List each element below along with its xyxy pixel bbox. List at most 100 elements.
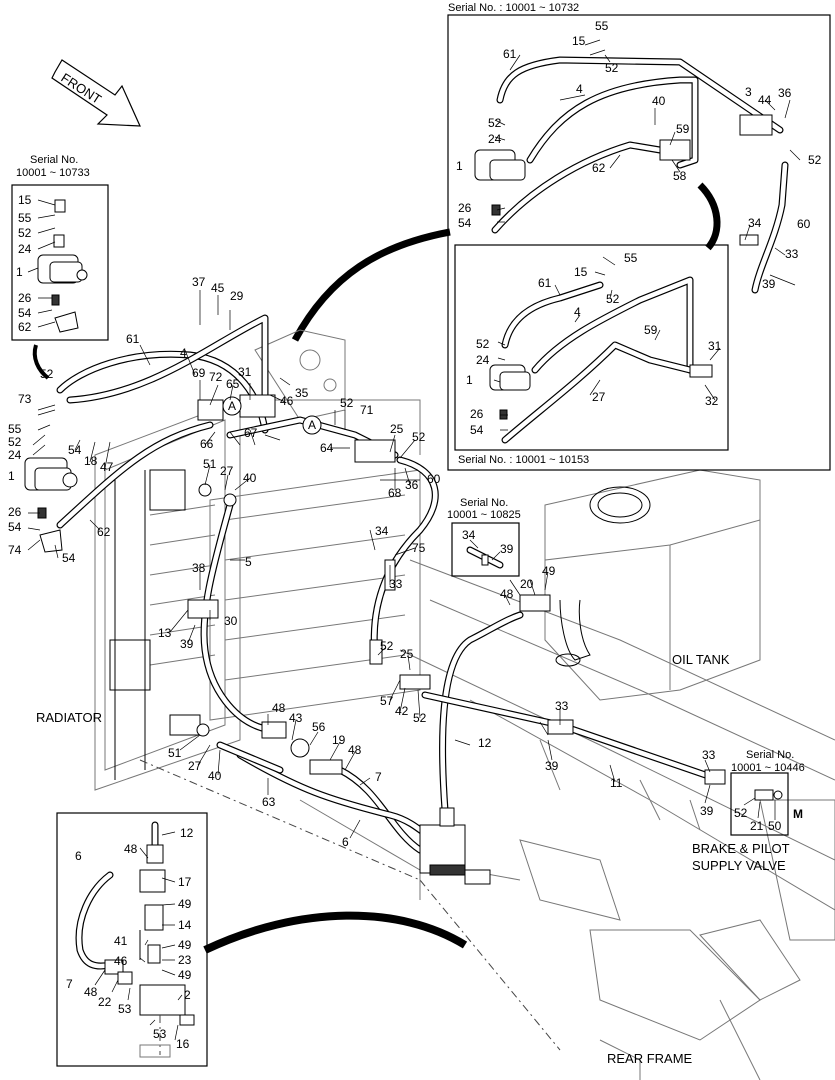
tr-pn-33: 33: [785, 247, 799, 261]
bl-pn-46: 46: [114, 954, 128, 968]
pn-69: 69: [192, 366, 206, 380]
pn-52-e: 52: [380, 639, 394, 653]
pn-6: 6: [342, 835, 349, 849]
pn-57: 57: [380, 694, 394, 708]
bl-pn-49-a: 49: [178, 897, 192, 911]
pn-52-b: 52: [340, 396, 354, 410]
tr-pn-59: 59: [676, 122, 690, 136]
br-pn-50: 50: [768, 819, 782, 833]
pn-34: 34: [375, 524, 389, 538]
pn-48-c: 48: [348, 743, 362, 757]
brake-valve-label-1: BRAKE & PILOT: [692, 841, 790, 856]
main-pipes: [56, 314, 724, 864]
pn-1: 1: [8, 469, 15, 483]
pn-11: 11: [610, 776, 623, 790]
tr-pn-52-a: 52: [605, 61, 619, 75]
serial-left-1: Serial No.: [30, 154, 78, 166]
pn-52-d: 52: [412, 430, 426, 444]
tr-pn-1: 1: [456, 159, 463, 173]
lb-pn-55: 55: [18, 211, 32, 225]
pn-25-b: 25: [400, 647, 414, 661]
bl-pn-16: 16: [176, 1037, 190, 1051]
tr-pn-44: 44: [758, 93, 772, 107]
pn-19: 19: [332, 733, 346, 747]
mr-pn-39: 39: [500, 542, 514, 556]
pn-33-a: 33: [389, 577, 403, 591]
brake-valve-label-2: SUPPLY VALVE: [692, 858, 786, 873]
pn-67: 67: [244, 426, 258, 440]
inset-inner: Serial No. : 10001 ~ 10153 55 15 61 52 4…: [454, 244, 729, 466]
pn-52-f: 52: [413, 711, 427, 725]
pn-33-c: 33: [702, 748, 716, 762]
front-arrow: FRONT: [51, 59, 141, 127]
pn-63: 63: [262, 795, 276, 809]
view-a-marker-1: A: [228, 399, 236, 413]
pn-51-b: 51: [168, 746, 182, 760]
tr-pn-58: 58: [673, 169, 687, 183]
pn-68: 68: [388, 486, 402, 500]
view-m-marker: M: [793, 807, 803, 821]
pn-24: 24: [8, 448, 22, 462]
ti-pn-4: 4: [574, 305, 581, 319]
pn-54-c: 54: [62, 551, 76, 565]
inset-bottom-right: Serial No. 10001 ~ 10446 52 21 50: [730, 749, 805, 836]
bl-pn-2: 2: [184, 988, 191, 1002]
pn-42: 42: [395, 704, 409, 718]
pn-30: 30: [224, 614, 238, 628]
ti-pn-55: 55: [624, 251, 638, 265]
mr-pn-34: 34: [462, 528, 476, 542]
tr-pn-26: 26: [458, 201, 472, 215]
bl-pn-7: 7: [66, 977, 73, 991]
pn-25: 25: [390, 422, 404, 436]
pn-45: 45: [211, 281, 225, 295]
pn-52-c: 52: [8, 435, 22, 449]
tr-pn-61: 61: [503, 47, 517, 61]
lb-pn-52: 52: [18, 226, 32, 240]
callout-labels: OIL TANK RADIATOR BRAKE & PILOT SUPPLY V…: [36, 652, 803, 1066]
tr-pn-52-b: 52: [488, 116, 502, 130]
tr-pn-62: 62: [592, 161, 606, 175]
lb-pn-62: 62: [18, 320, 32, 334]
pn-66: 66: [200, 437, 214, 451]
ti-pn-27: 27: [592, 390, 606, 404]
pn-61: 61: [126, 332, 140, 346]
pn-27: 27: [220, 464, 234, 478]
inset-middle: Serial No. 10001 ~ 10825 34 39: [447, 497, 521, 577]
tr-pn-40: 40: [652, 94, 666, 108]
ti-pn-24: 24: [476, 353, 490, 367]
pn-47: 47: [100, 460, 114, 474]
ti-pn-59: 59: [644, 323, 658, 337]
inset-top-right: Serial No. : 10001 ~ 10732 55 15 61 52 4…: [447, 2, 831, 471]
bl-pn-14: 14: [178, 918, 192, 932]
serial-mid-1: Serial No.: [460, 497, 508, 509]
ti-pn-52-a: 52: [606, 292, 620, 306]
lb-pn-15: 15: [18, 193, 32, 207]
ti-pn-31: 31: [708, 339, 722, 353]
bl-pn-23: 23: [178, 953, 192, 967]
pn-26: 26: [8, 505, 22, 519]
pn-36: 36: [405, 478, 419, 492]
tr-pn-52-c: 52: [808, 153, 822, 167]
pn-74: 74: [8, 543, 22, 557]
oil-tank-label: OIL TANK: [672, 652, 730, 667]
bl-pn-22: 22: [98, 995, 112, 1009]
pn-54-b: 54: [8, 520, 22, 534]
pn-52-a: 52: [40, 367, 54, 381]
br-pn-21: 21: [750, 819, 764, 833]
inset-left: Serial No. 10001 ~ 10733 15 55 52 24 1 2…: [11, 154, 109, 341]
pn-48-a: 48: [500, 587, 514, 601]
bl-pn-41: 41: [114, 934, 128, 948]
pn-46: 46: [280, 394, 294, 408]
pn-20: 20: [520, 577, 534, 591]
bl-pn-17: 17: [178, 875, 192, 889]
pn-49: 49: [542, 564, 556, 578]
br-pn-52: 52: [734, 806, 748, 820]
leader-lines: [27, 290, 711, 839]
pointer-curves: [32, 182, 721, 954]
pn-35: 35: [295, 386, 309, 400]
pn-56: 56: [312, 720, 326, 734]
pn-62: 62: [97, 525, 111, 539]
serial-left-2: 10001 ~ 10733: [16, 167, 90, 179]
pn-33-b: 33: [555, 699, 569, 713]
